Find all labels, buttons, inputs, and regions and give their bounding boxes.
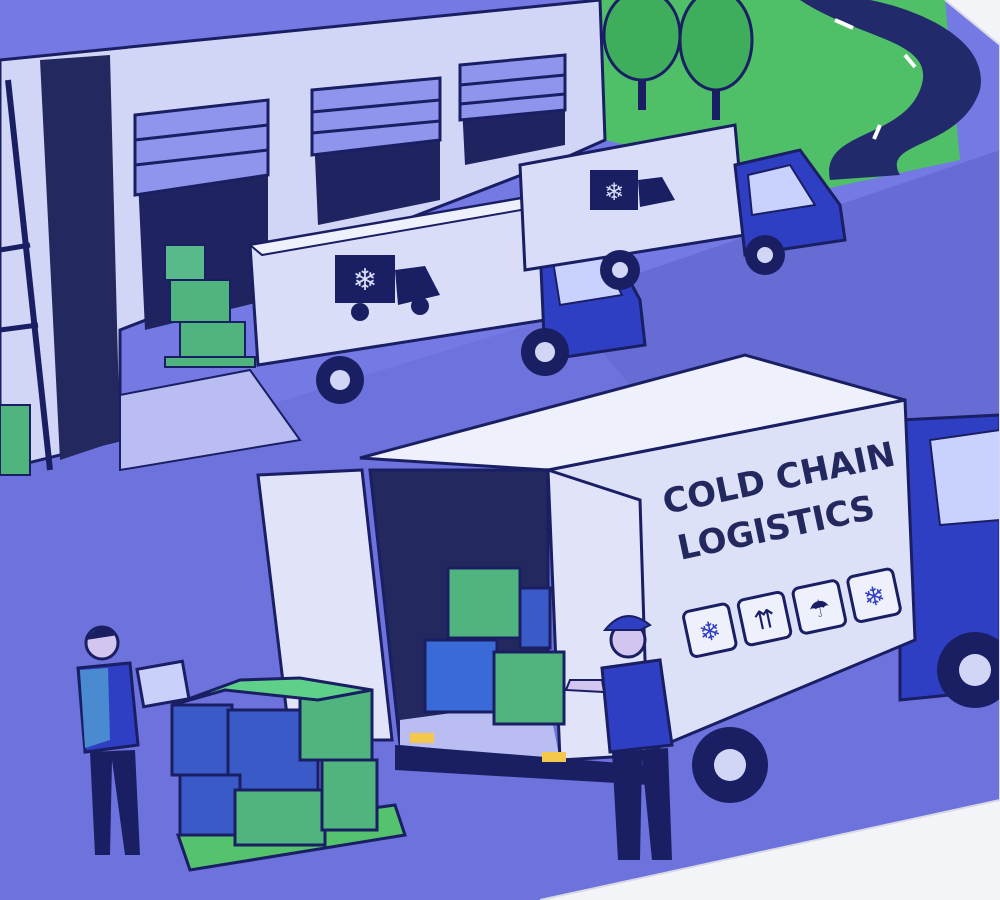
refrigerated-truck-far: ❄: [518, 123, 847, 290]
snowflake-icon: ❄: [846, 567, 902, 623]
handling-icons: ❄ ⇈ ☂ ❄: [682, 567, 902, 658]
warehouse: [0, 0, 607, 476]
snowflake-icon: ❄: [682, 602, 738, 658]
worker-at-truck: [564, 615, 674, 860]
this-side-up-icon: ⇈: [736, 590, 793, 647]
svg-text:❄: ❄: [604, 178, 624, 206]
snowflake-truck-icon: ❄: [335, 255, 440, 321]
loading-dock-door: [458, 53, 567, 165]
refrigerated-truck-main: COLD CHAIN LOGISTICS ❄ ⇈ ☂: [256, 353, 1000, 803]
shelving-rack: [0, 79, 53, 476]
winding-road: [800, 0, 981, 180]
snowflake-truck-icon: ❄: [590, 170, 675, 210]
cargo-boxes: [423, 566, 566, 726]
truck-rear-door-left: [256, 468, 394, 742]
worker-with-clipboard: [76, 625, 191, 855]
dock-pallet-boxes: [164, 244, 256, 368]
loading-dock-door: [310, 76, 442, 225]
umbrella-icon: ☂: [791, 579, 847, 635]
refrigerated-truck-middle: ❄: [247, 193, 647, 404]
tree: [678, 0, 754, 120]
svg-text:❄: ❄: [352, 263, 377, 298]
pallet-stack: [170, 676, 407, 872]
